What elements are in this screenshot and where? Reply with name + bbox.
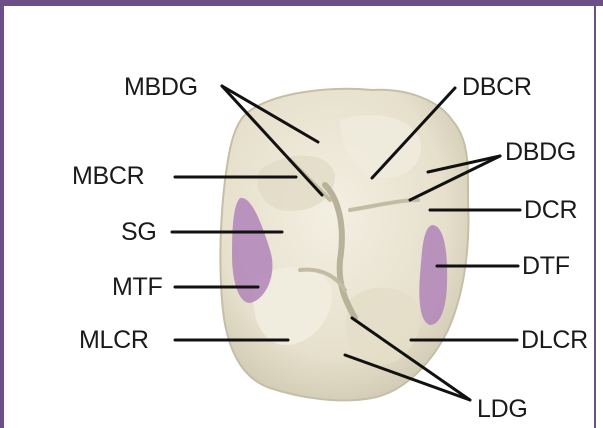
label-dlcr: DLCR [521, 328, 588, 353]
label-sg: SG [121, 220, 157, 245]
label-dcr: DCR [524, 198, 577, 223]
label-dtf: DTF [522, 254, 570, 279]
label-mbdg: MBDG [124, 75, 198, 100]
label-dbdg: DBDG [505, 140, 576, 165]
label-mtf: MTF [112, 275, 162, 300]
label-mlcr: MLCR [79, 328, 149, 353]
label-dbcr: DBCR [462, 75, 532, 100]
label-ldg: LDG [477, 397, 528, 422]
label-mbcr: MBCR [72, 164, 144, 189]
